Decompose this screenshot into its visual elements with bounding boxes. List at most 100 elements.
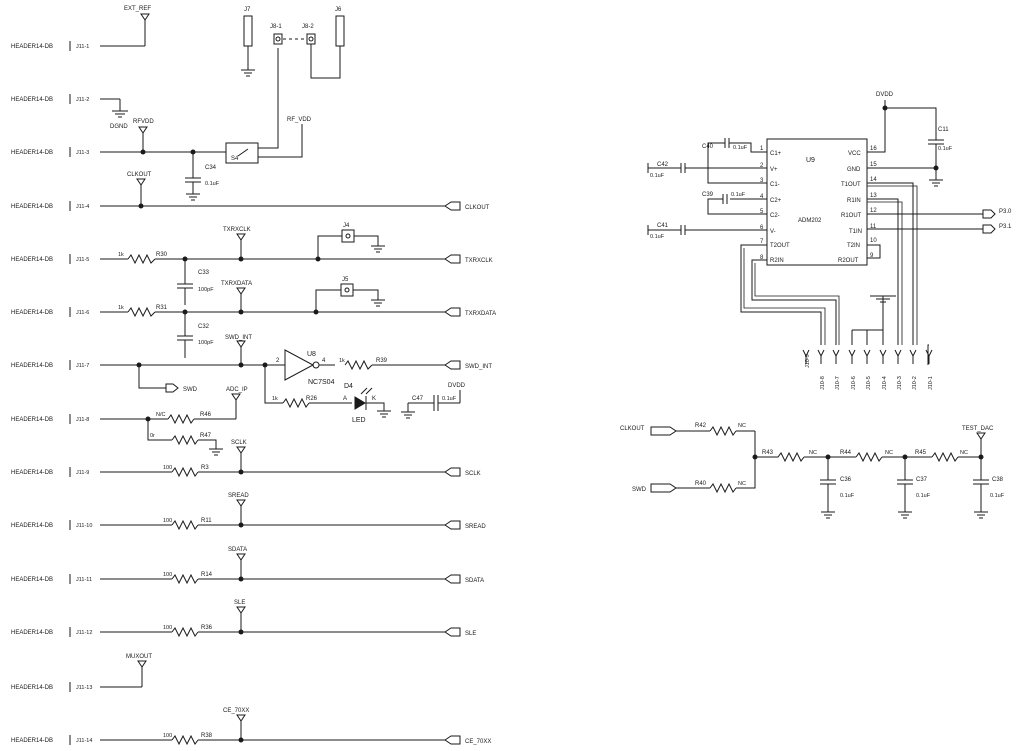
port-arrow-icon [165, 383, 179, 393]
resistor-icon [167, 413, 195, 425]
res-ref-r3: R3 [201, 465, 209, 471]
res-ref-r11: R11 [201, 518, 212, 524]
ground-icon [377, 410, 391, 418]
u8-part: NC7S04 [308, 379, 335, 386]
net-label-rfvdd: RFVDD [133, 119, 154, 125]
u9-pin-name: GND [847, 167, 861, 173]
res-ref-r38: R38 [201, 733, 213, 739]
cap-ref-c42: C42 [657, 162, 669, 168]
port-label-swd-int: SWD_INT [465, 364, 492, 370]
txrxclk-net: 1k R30 C33 100pF TXRXCLK J4 TXRXCLK [118, 223, 493, 305]
net-label-clkout: CLKOUT [127, 172, 152, 178]
port-label-ce-70xx: CE_70XX [465, 739, 491, 745]
res-ref-r45: R45 [915, 450, 927, 456]
j10-pin-1: J10-1 [925, 349, 934, 390]
res-ref-r40: R40 [695, 481, 707, 487]
res-ref-r36: R36 [201, 625, 213, 631]
test-point-j8-2 [306, 33, 316, 45]
net-label-sclk: SCLK [231, 440, 247, 446]
header-pin-label: J11-14 [76, 738, 92, 744]
ground-icon [186, 193, 200, 201]
port-label-txrxdata: TXRXDATA [465, 311, 496, 317]
res-value-r26: 1k [272, 396, 278, 402]
cap-ref-c11: C11 [938, 127, 949, 133]
res-value-r46: N/C [156, 412, 166, 418]
net-label-sread: SREAD [228, 493, 249, 499]
header-row-2: HEADER14-DB J11-2 [11, 94, 120, 104]
port-arrow-icon [444, 735, 461, 745]
sclk-net: 100 R3 SCLK SCLK [163, 440, 481, 478]
sread-net: 100 R11 SREAD SREAD [163, 493, 486, 531]
net-label-dgnd: DGND [110, 124, 128, 130]
u9-pin-num: 6 [760, 225, 764, 231]
res-value-r36: 100 [163, 625, 172, 631]
u9-pin-num: 16 [870, 146, 877, 152]
u9-pin-num: 8 [760, 255, 764, 261]
cap-ref-c40: C40 [702, 144, 714, 150]
net-label-txrxclk: TXRXCLK [223, 227, 251, 233]
res-ref-r39: R39 [376, 358, 388, 364]
u9-pin-name: C2+ [770, 198, 782, 204]
net-label-rf-vdd: RF_VDD [287, 117, 312, 123]
port-arrow-icon [444, 467, 461, 477]
resistor-icon [171, 519, 199, 531]
net-label-swd: SWD [183, 387, 198, 393]
header-rows: HEADER14-DB J11-1 HEADER14-DB J11-2 HEAD… [11, 41, 445, 745]
sle-net: 100 R36 SLE SLE [163, 600, 476, 638]
u9-pin-name: VCC [848, 151, 861, 157]
res-value-r44: NC [885, 450, 893, 456]
j10-pin-label: J10-2 [912, 376, 918, 390]
u9-pin-name: T2IN [847, 243, 860, 249]
u9-pin-name: T2OUT [770, 243, 790, 249]
ground-icon [112, 110, 128, 118]
j10-pin-label: J10-9 [805, 354, 811, 368]
port-label-txrxclk: TXRXCLK [465, 258, 493, 264]
resistor-icon [127, 306, 156, 318]
header-pin-label: J11-8 [76, 417, 89, 423]
u9-pin-name: C1+ [770, 151, 782, 157]
switch-s4: S4 RF_VDD [225, 48, 312, 164]
sdata-net: 100 R14 SDATA SDATA [163, 547, 484, 585]
header-row-14: HEADER14-DB J11-14 [11, 735, 172, 745]
u9-pin-num: 13 [870, 193, 877, 199]
j10-pin-label: J10-6 [851, 376, 857, 390]
port-label-clkout-2: CLKOUT [620, 426, 645, 432]
led-part: LED [352, 417, 366, 424]
j10-pin-8: J10-8 [817, 349, 826, 390]
resistor-icon [171, 573, 199, 585]
j10-pin-5: J10-5 [863, 349, 872, 390]
port-arrow-icon [444, 254, 461, 264]
ground-icon [870, 295, 896, 303]
header-connector-label: HEADER14-DB [11, 97, 53, 103]
port-arrow-icon [444, 201, 461, 211]
resistor-icon [171, 466, 199, 478]
header-row-9: HEADER14-DB J11-9 [11, 467, 172, 477]
net-label-txrxdata: TXRXDATA [221, 281, 252, 287]
header-row-1: HEADER14-DB J11-1 [11, 41, 145, 51]
net-label-dvdd: DVDD [876, 92, 894, 98]
j10-pin-label: J10-5 [866, 376, 872, 390]
net-label-muxout: MUXOUT [126, 654, 152, 660]
header-connector-label: HEADER14-DB [11, 685, 53, 691]
jumper-label-j8-1: J8-1 [270, 24, 282, 30]
header-row-12: HEADER14-DB J11-12 [11, 627, 172, 637]
jumper-j6 [335, 15, 345, 47]
header-connector-label: HEADER14-DB [11, 257, 53, 263]
header-row-4: HEADER14-DB J11-4 [11, 201, 445, 211]
res-value-r11: 100 [163, 518, 172, 524]
ground-icon [898, 511, 912, 519]
header-pin-label: J11-2 [76, 97, 89, 103]
ground-icon [241, 69, 255, 77]
ground-icon [821, 511, 835, 519]
j10-pin-4: J10-4 [879, 349, 888, 390]
port-arrow-icon [444, 307, 461, 317]
ground-icon [209, 448, 223, 456]
header-connector-label: HEADER14-DB [11, 363, 53, 369]
u9-adm202: U9 ADM202 1 C1+ 2 V+ 3 C1- 4 C2+ 5 C2- 6… [647, 92, 1012, 365]
header-connector-label: HEADER14-DB [11, 470, 53, 476]
net-label-adc-ip: ADC_IP [226, 387, 248, 393]
u9-pin-name: R1IN [847, 198, 861, 204]
cap-ref-c36: C36 [840, 477, 852, 483]
res-value-r42: NC [738, 423, 746, 429]
u9-pin-name: R1OUT [841, 213, 862, 219]
